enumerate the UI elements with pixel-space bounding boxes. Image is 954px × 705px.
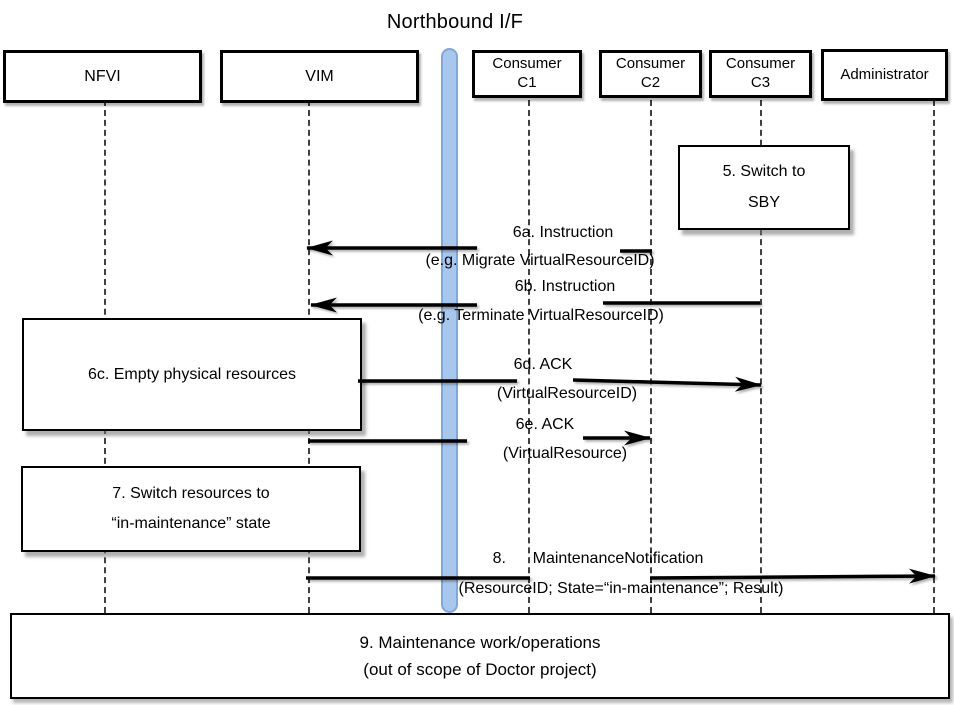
actor-label-vim: VIM [305, 67, 334, 85]
note-maintenance-work: 9. Maintenance work/operations (out of s… [10, 613, 950, 699]
actor-label-consumer-c1: Consumer C1 [492, 55, 562, 91]
message-6e-param: (VirtualResource) [502, 445, 628, 462]
arrow-6d-ack [358, 376, 762, 392]
northbound-interface-bar [441, 48, 458, 613]
message-6a-label: 6a. Instruction [512, 224, 614, 241]
message-8-label: 8. MaintenanceNotification [492, 550, 704, 567]
message-6d-label: 6d. ACK [513, 356, 573, 373]
actor-box-administrator: Administrator [821, 49, 948, 101]
message-6e-label: 6e. ACK [515, 416, 575, 433]
note-maintenance-work-label: 9. Maintenance work/operations (out of s… [359, 632, 601, 679]
actor-box-consumer-c1: Consumer C1 [472, 50, 582, 98]
actor-label-administrator: Administrator [840, 65, 929, 83]
note-switch-resources-label: 7. Switch resources to “in-maintenance” … [111, 484, 271, 532]
lifeline-consumer-c3 [760, 100, 762, 613]
note-switch-resources-in-maintenance: 7. Switch resources to “in-maintenance” … [21, 466, 361, 552]
arrow-6e-ack [308, 430, 651, 446]
note-switch-to-sby-label: 5. Switch to SBY [722, 163, 806, 211]
message-6b-param: (e.g. Terminate VirtualResourceID) [418, 307, 664, 324]
message-8-param: (ResourceID; State=“in-maintenance”; Res… [458, 580, 784, 597]
lifeline-administrator [933, 100, 935, 613]
note-empty-physical-resources: 6c. Empty physical resources [22, 318, 362, 431]
message-6d-param: (VirtualResourceID) [496, 385, 638, 402]
actor-label-consumer-c2: Consumer C2 [615, 55, 686, 91]
message-6b-label: 6b. Instruction [514, 278, 616, 295]
arrow-6a-instruction [306, 240, 652, 256]
actor-box-vim: VIM [220, 50, 419, 103]
diagram-title: Northbound I/F [386, 11, 524, 33]
note-empty-physical-resources-label: 6c. Empty physical resources [87, 365, 297, 383]
arrow-6b-instruction [310, 297, 760, 313]
message-6a-param: (e.g. Migrate VirtualResourceID) [425, 252, 655, 269]
lifeline-consumer-c2 [650, 100, 652, 613]
note-switch-to-sby: 5. Switch to SBY [678, 145, 850, 230]
actor-box-nfvi: NFVI [3, 50, 202, 103]
actor-label-consumer-c3: Consumer C3 [725, 55, 796, 91]
actor-label-nfvi: NFVI [84, 67, 121, 85]
lifeline-consumer-c1 [528, 100, 530, 613]
actor-box-consumer-c2: Consumer C2 [599, 50, 702, 98]
actor-box-consumer-c3: Consumer C3 [709, 50, 812, 98]
arrow-8-maintenance-notification [306, 568, 936, 584]
